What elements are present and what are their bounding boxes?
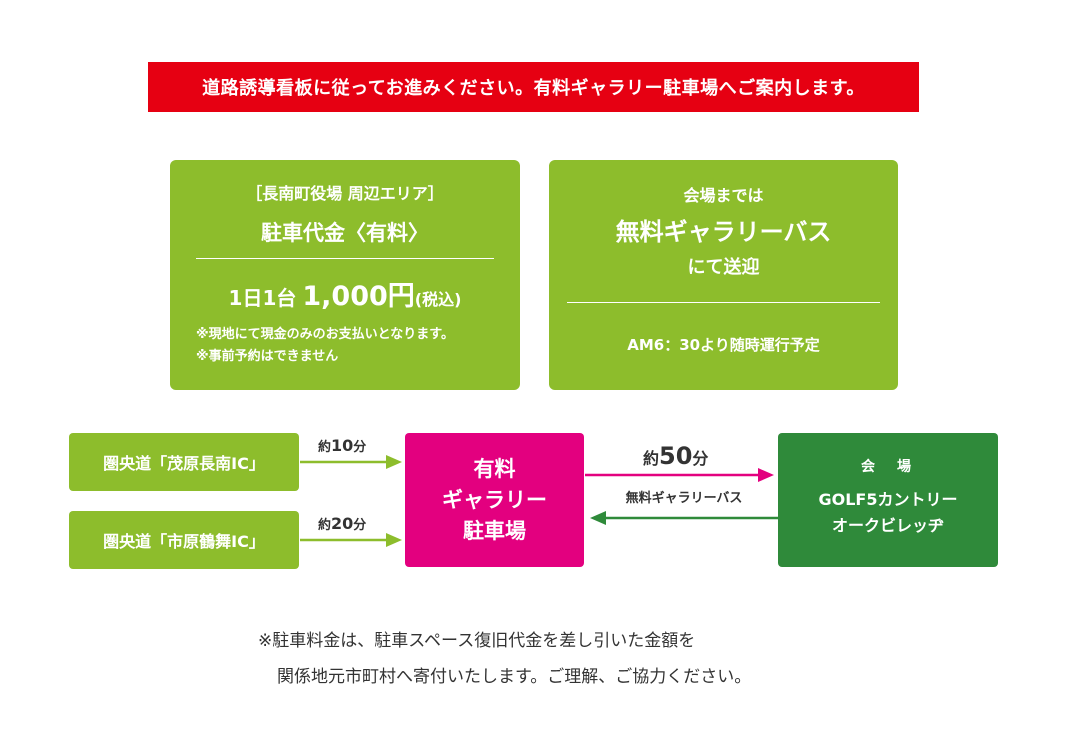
arrow-venue-to-parking [590,511,778,525]
bus-post-text: にて送迎 [687,257,760,278]
divider [196,258,494,259]
footer-note-line-1: ※駐車料金は、駐車スペース復旧代金を差し引いた金額を [258,631,696,651]
parking-line-2: ギャラリー [442,487,547,512]
footer-note-line-2: 関係地元市町村へ寄付いたします。ご理解、ご協力ください。 [277,667,752,687]
price-amount: 1,000円 [302,281,415,312]
interchange-ichihara-tsurumai: 圏央道「市原鶴舞IC」 [69,511,299,569]
price-tax: (税込) [414,290,462,309]
price-prefix: 1日1台 [228,286,297,310]
venue-box: 会 場 GOLF5カントリー オークビレッヂ [778,433,998,567]
venue-name-line-1: GOLF5カントリー [818,490,958,509]
interchange-label: 圏央道「市原鶴舞IC」 [103,532,265,551]
parking-note-cash: ※現地にて現金のみのお支払いとなります。 [196,327,454,342]
time-prefix: 約 [318,518,332,533]
time-value: 10 [331,436,354,455]
venue-name-line-2: オークビレッヂ [831,516,944,535]
paid-gallery-parking: 有料 ギャラリー 駐車場 [405,433,584,567]
bus-schedule: AM6：30より随時運行予定 [627,336,820,354]
parking-notes: ※現地にて現金のみのお支払いとなります。 ※事前予約はできません [196,324,454,368]
venue-label: 会 場 [861,459,915,475]
time-unit: 分 [353,518,367,533]
time-value: 50 [659,442,693,470]
time-prefix: 約 [318,440,332,455]
parking-line-1: 有料 [473,456,516,481]
interchange-label: 圏央道「茂原長南IC」 [103,454,265,473]
divider [567,302,880,303]
travel-time-ic1: 約10分 [318,436,366,455]
arrow-ic2-to-parking [300,533,402,547]
arrow-ic1-to-parking [300,455,402,469]
time-prefix: 約 [643,449,660,468]
venue-name: GOLF5カントリー オークビレッヂ [778,487,998,539]
time-value: 20 [331,514,354,533]
interchange-mobara-chonan: 圏央道「茂原長南IC」 [69,433,299,491]
bus-info-box: 会場までは 無料ギャラリーバス にて送迎 AM6：30より随時運行予定 [549,160,898,390]
banner-text: 道路誘導看板に従ってお進みください。有料ギャラリー駐車場へご案内します。 [202,78,865,99]
parking-line-3: 駐車場 [463,518,526,543]
parking-fee-label: 駐車代金〈有料〉 [261,221,429,245]
time-unit: 分 [692,449,709,468]
bus-pre-text: 会場までは [683,186,764,205]
bus-main-text: 無料ギャラリーバス [615,218,832,246]
free-gallery-bus-label: 無料ギャラリーバス [625,491,743,506]
time-unit: 分 [353,440,367,455]
travel-time-bus: 約50分 [643,442,708,470]
parking-area-label: ［長南町役場 周辺エリア］ [246,184,444,203]
guidance-banner: 道路誘導看板に従ってお進みください。有料ギャラリー駐車場へご案内します。 [148,62,919,112]
travel-time-ic2: 約20分 [318,514,366,533]
parking-note-reservation: ※事前予約はできません [196,349,339,364]
arrow-parking-to-venue [585,468,774,482]
